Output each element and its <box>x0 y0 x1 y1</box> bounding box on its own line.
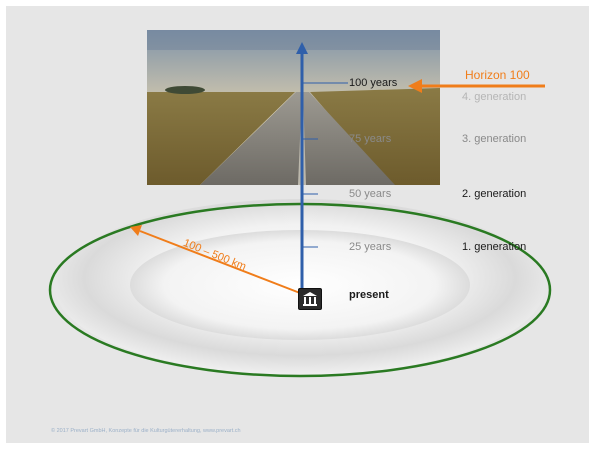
slide: 100 years 75 years 50 years 25 years pre… <box>6 6 589 443</box>
museum-icon <box>298 288 322 310</box>
diagram-canvas <box>48 30 552 378</box>
plate-image <box>55 199 545 375</box>
road-photo <box>147 30 440 185</box>
label-2-generation: 2. generation <box>462 188 527 200</box>
distance-arrowhead <box>130 225 142 236</box>
label-100-years: 100 years <box>349 77 398 89</box>
radius-ellipse <box>48 202 552 378</box>
label-4-generation: 4. generation <box>462 91 527 103</box>
distance-arrow <box>139 230 301 294</box>
label-50-years: 50 years <box>349 188 392 200</box>
label-25-years: 25 years <box>349 241 392 253</box>
label-1-generation: 1. generation <box>462 241 527 253</box>
footer-copyright: © 2017 Prevart GmbH, Konzepte für die Ku… <box>51 428 241 434</box>
time-axis-arrowhead <box>296 42 308 54</box>
label-3-generation: 3. generation <box>462 133 527 145</box>
label-present: present <box>349 289 389 301</box>
horizon-label: Horizon 100 <box>465 68 530 82</box>
label-75-years: 75 years <box>349 133 392 145</box>
horizon-arrowhead <box>408 79 422 93</box>
